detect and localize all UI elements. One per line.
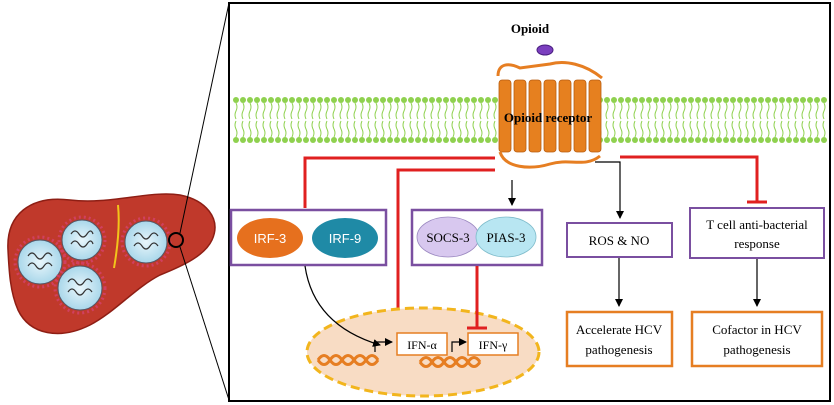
irf-group-box: IRF-3 IRF-9 <box>229 208 388 267</box>
pias3-ellipse <box>475 216 537 258</box>
virus-1 <box>13 235 67 289</box>
ros-no-label: ROS & NO <box>589 233 650 248</box>
inhibit-line-irf <box>303 156 495 208</box>
cofactor-hcv-box: Cofactor in HCV pathogenesis <box>690 310 824 368</box>
virus-2 <box>57 215 107 265</box>
irf3-label: IRF-3 <box>254 231 287 246</box>
irf9-ellipse <box>312 218 378 258</box>
opioid-receptor: Opioid receptor <box>496 61 603 169</box>
tcell-box: T cell anti-bacterial response <box>689 207 825 259</box>
tcell-line1: T cell anti-bacterial <box>706 217 808 232</box>
cell-membrane <box>233 97 827 143</box>
ifn-alpha-box: IFN-α <box>396 332 448 356</box>
socs3-label: SOCS-3 <box>426 230 469 245</box>
irf3-ellipse <box>237 218 303 258</box>
arrow-irf-to-ifna <box>304 265 381 347</box>
accelerate-line2: pathogenesis <box>585 342 652 357</box>
liver-illustration <box>7 193 216 335</box>
dna-strands <box>316 354 482 368</box>
ifn-gamma-label: IFN-γ <box>479 338 508 352</box>
ifn-gamma-box: IFN-γ <box>467 332 519 356</box>
tcell-line2: response <box>734 236 780 251</box>
inhibit-line-tcell <box>620 155 759 202</box>
socs-group-box: SOCS-3 PIAS-3 <box>410 208 544 267</box>
irf9-label: IRF-9 <box>329 231 362 246</box>
opioid-ligand: Opioid <box>511 21 554 56</box>
receptor-label: Opioid receptor <box>504 110 592 125</box>
cofactor-line1: Cofactor in HCV <box>712 322 802 337</box>
ros-no-box: ROS & NO <box>566 222 673 258</box>
liver-shape <box>7 193 216 335</box>
inhibit-line-ifna <box>396 168 495 330</box>
pias3-label: PIAS-3 <box>486 230 525 245</box>
zoom-focus-circle <box>168 232 184 248</box>
accelerate-line1: Accelerate HCV <box>576 322 663 337</box>
virus-3 <box>53 261 107 315</box>
accelerate-hcv-box: Accelerate HCV pathogenesis <box>565 310 674 368</box>
cofactor-line2: pathogenesis <box>723 342 790 357</box>
opioid-label: Opioid <box>511 21 550 36</box>
arrow-to-ros <box>595 161 624 219</box>
ifn-alpha-label: IFN-α <box>407 338 437 352</box>
